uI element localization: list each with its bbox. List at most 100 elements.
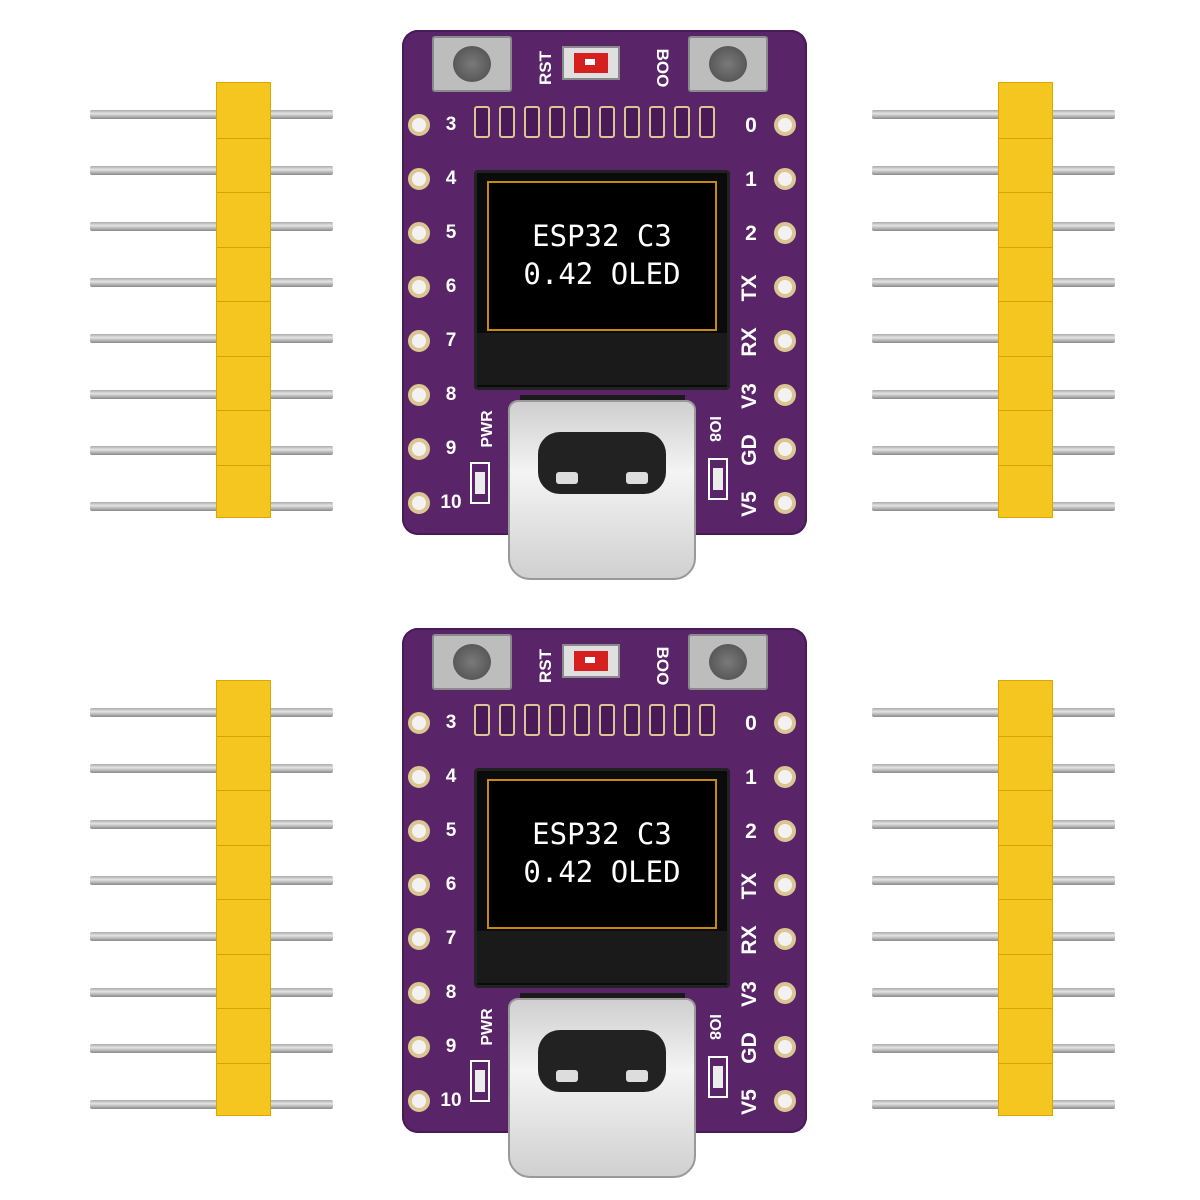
- led-chip: [475, 472, 485, 494]
- reset-button[interactable]: [432, 634, 512, 690]
- smd-pad: [649, 106, 665, 138]
- usb-c-connector: [508, 400, 696, 580]
- header-pin: [872, 110, 1115, 119]
- usb-c-contact: [556, 472, 578, 484]
- header-pin: [90, 764, 333, 773]
- oled-text-line-2: 0.42 OLED: [523, 855, 681, 889]
- oled-text-line-2: 0.42 OLED: [523, 257, 681, 291]
- through-hole: [408, 820, 430, 842]
- header-pin: [872, 278, 1115, 287]
- header-pin: [872, 334, 1115, 343]
- through-hole: [774, 874, 796, 896]
- header-pin: [872, 876, 1115, 885]
- header-pin: [90, 446, 333, 455]
- io8-label: IO8: [706, 416, 723, 442]
- header-pin: [872, 222, 1115, 231]
- left-pin-label: 5: [445, 222, 457, 243]
- through-hole: [774, 114, 796, 136]
- left-pin-label: 3: [445, 712, 457, 733]
- oled-text-line-1: ESP32 C3: [532, 817, 672, 851]
- plastic-divider: [999, 410, 1052, 411]
- through-hole: [774, 222, 796, 244]
- left-pin-label: 7: [445, 928, 457, 949]
- pin-header-right: [872, 82, 1117, 518]
- through-hole: [408, 874, 430, 896]
- boot-label: BOO: [653, 48, 672, 88]
- reset-button[interactable]: [432, 36, 512, 92]
- right-pin-label: V3: [738, 981, 761, 1007]
- right-pin-label: V5: [738, 491, 761, 517]
- through-hole: [408, 222, 430, 244]
- through-hole: [774, 820, 796, 842]
- usb-c-port: [538, 432, 666, 494]
- smd-pad: [474, 704, 490, 736]
- plastic-divider: [217, 1062, 270, 1064]
- header-pin: [90, 1100, 333, 1109]
- header-pin: [90, 502, 333, 511]
- through-hole: [774, 168, 796, 190]
- header-pin: [872, 988, 1115, 997]
- plastic-divider: [999, 1062, 1052, 1064]
- plastic-divider: [217, 735, 270, 737]
- power-led: [470, 462, 490, 504]
- through-hole: [774, 384, 796, 406]
- through-hole: [774, 276, 796, 298]
- through-hole: [408, 712, 430, 734]
- left-pin-label: 10: [440, 1090, 462, 1111]
- left-pin-label: 3: [445, 114, 457, 135]
- header-pin: [90, 932, 333, 941]
- pwr-label: PWR: [479, 410, 496, 448]
- plastic-divider: [999, 735, 1052, 737]
- through-hole: [408, 438, 430, 460]
- through-hole: [408, 982, 430, 1004]
- left-pin-label: 6: [445, 276, 457, 297]
- right-pin-label: RX: [738, 327, 761, 357]
- through-hole: [774, 928, 796, 950]
- power-switch: [562, 46, 620, 80]
- right-pin-label: V5: [738, 1089, 761, 1115]
- smd-pad: [674, 704, 690, 736]
- through-hole: [774, 766, 796, 788]
- pin-header-right: [872, 680, 1117, 1116]
- plastic-divider: [217, 844, 270, 846]
- left-pin-label: 4: [445, 168, 457, 189]
- rst-label: RST: [536, 51, 555, 85]
- through-hole: [408, 384, 430, 406]
- header-pin: [872, 820, 1115, 829]
- header-pin: [90, 222, 333, 231]
- header-pin: [90, 166, 333, 175]
- smd-pad: [699, 106, 715, 138]
- through-hole: [408, 492, 430, 514]
- smd-pad: [499, 704, 515, 736]
- usb-c-port: [538, 1030, 666, 1092]
- smd-pad-row: [474, 106, 724, 142]
- header-plastic: [216, 680, 271, 1116]
- io8-led: [708, 458, 728, 500]
- led-chip: [713, 468, 723, 490]
- through-hole: [408, 766, 430, 788]
- plastic-divider: [999, 355, 1052, 357]
- through-hole: [408, 168, 430, 190]
- header-pin: [872, 1100, 1115, 1109]
- header-pin: [872, 932, 1115, 941]
- smd-pad: [599, 704, 615, 736]
- plastic-divider: [999, 844, 1052, 846]
- usb-c-contact: [556, 1070, 578, 1082]
- boot-button[interactable]: [688, 36, 768, 92]
- plastic-divider: [999, 899, 1052, 900]
- usb-c-contact: [626, 1070, 648, 1082]
- header-pin: [872, 708, 1115, 717]
- plastic-divider: [999, 246, 1052, 248]
- smd-pad: [699, 704, 715, 736]
- smd-pad: [574, 704, 590, 736]
- right-pin-label: 2: [745, 222, 757, 245]
- smd-pad: [649, 704, 665, 736]
- left-pin-label: 9: [445, 438, 457, 459]
- header-pin: [872, 1044, 1115, 1053]
- smd-pad: [624, 106, 640, 138]
- oled-flex-cable: [477, 931, 727, 983]
- right-pin-label: TX: [738, 872, 761, 900]
- plastic-divider: [217, 899, 270, 900]
- boot-button[interactable]: [688, 634, 768, 690]
